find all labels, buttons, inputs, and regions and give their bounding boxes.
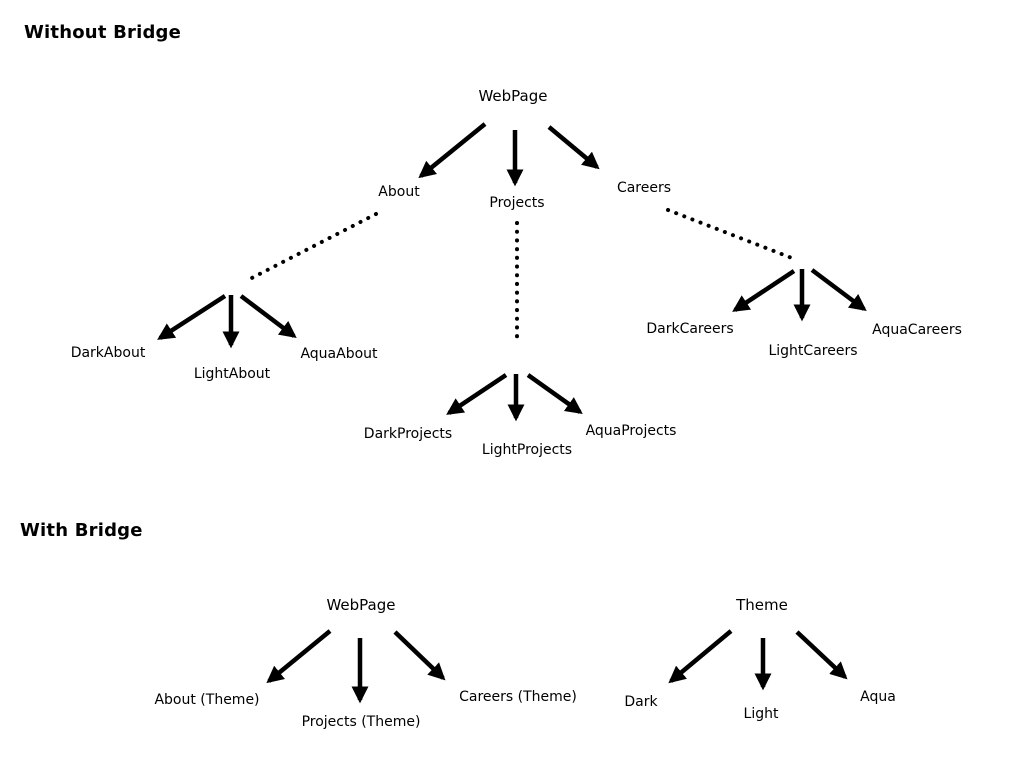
node-projects-theme: Projects (Theme)	[301, 714, 421, 730]
edge-projects-impl-aqua-projects	[526, 373, 583, 414]
node-projects: Projects	[489, 195, 545, 211]
node-light-careers: LightCareers	[768, 343, 858, 359]
edge-about-impl-aqua-about	[239, 294, 297, 339]
edge-webpage-careers	[547, 125, 600, 170]
edge-careers-impl-aqua-careers	[810, 268, 867, 312]
node-aqua-careers: AquaCareers	[872, 322, 962, 338]
edge-webpage-about	[418, 122, 487, 179]
node-dark: Dark	[624, 694, 658, 710]
edge-webpage-bridge-about-theme	[266, 629, 332, 684]
edge-projects-impl-dark-projects	[446, 373, 508, 415]
node-light-about: LightAbout	[193, 366, 271, 382]
node-careers: Careers	[616, 180, 672, 196]
node-aqua-about: AquaAbout	[300, 346, 378, 362]
edge-theme-dark	[668, 629, 733, 684]
node-webpage: WebPage	[478, 87, 548, 105]
node-webpage-bridge: WebPage	[326, 596, 396, 614]
section-title-with-bridge: With Bridge	[20, 520, 143, 541]
edge-careers-impl-dark-careers	[732, 269, 796, 312]
node-dark-careers: DarkCareers	[646, 321, 734, 337]
node-dark-projects: DarkProjects	[363, 426, 453, 442]
edge-webpage-bridge-careers-theme	[393, 630, 446, 681]
node-about: About	[378, 184, 420, 200]
node-theme: Theme	[736, 596, 788, 614]
node-light-projects: LightProjects	[481, 442, 573, 458]
edge-theme-aqua	[795, 630, 848, 680]
node-about-theme: About (Theme)	[154, 692, 260, 708]
node-aqua-projects: AquaProjects	[585, 423, 677, 439]
dotted-edge-careers-impl	[666, 208, 799, 262]
dotted-edge-about-impl	[244, 212, 378, 283]
node-dark-about: DarkAbout	[70, 345, 146, 361]
section-title-without-bridge: Without Bridge	[24, 22, 182, 43]
edge-about-impl-dark-about	[157, 294, 227, 340]
node-light: Light	[743, 706, 779, 722]
node-aqua: Aqua	[860, 689, 896, 705]
node-careers-theme: Careers (Theme)	[459, 689, 577, 705]
